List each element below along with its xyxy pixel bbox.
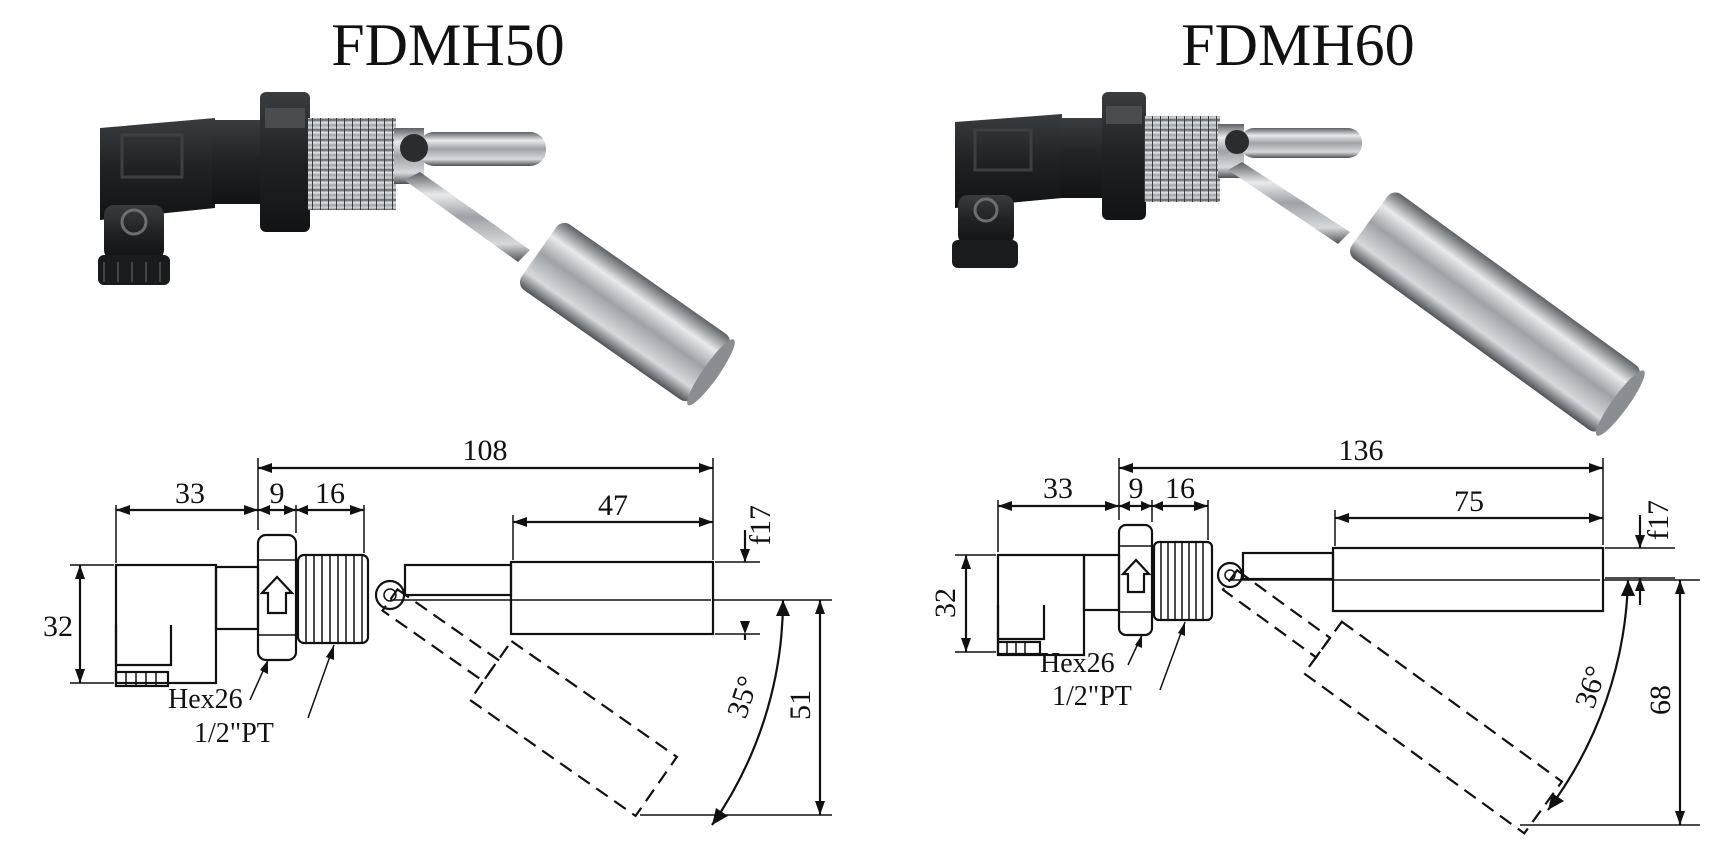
dim-total-length: 136 bbox=[1339, 434, 1384, 467]
dim-height: 32 bbox=[929, 588, 962, 618]
thread-section bbox=[296, 553, 370, 645]
dim-thread: 16 bbox=[1165, 472, 1195, 505]
cable-gland bbox=[996, 605, 1046, 641]
label-hex: Hex26 bbox=[168, 684, 243, 715]
dimension-drawing-fdmh50: 108 33 9 16 47 f17 32 bbox=[43, 434, 832, 826]
gland-nut bbox=[996, 640, 1042, 656]
label-thread: 1/2"PT bbox=[194, 718, 274, 749]
pivot bbox=[1216, 561, 1244, 589]
angle-arc bbox=[1547, 579, 1630, 811]
thread-section bbox=[1152, 540, 1214, 622]
dim-drop: 68 bbox=[1644, 685, 1677, 715]
dim-hex: 9 bbox=[1129, 472, 1144, 505]
hex-nut bbox=[1117, 523, 1154, 637]
dim-float-length: 75 bbox=[1454, 485, 1484, 518]
product-photo-fdmh50 bbox=[98, 92, 735, 406]
gland-nut bbox=[114, 670, 170, 688]
dim-total-length: 108 bbox=[463, 434, 508, 467]
angle-arc bbox=[711, 599, 785, 826]
cable-gland bbox=[114, 625, 173, 667]
arrow-icon bbox=[1120, 558, 1152, 594]
float-tilted bbox=[1221, 568, 1564, 835]
dim-connector: 33 bbox=[175, 477, 205, 510]
dim-float-diameter: f17 bbox=[1642, 500, 1675, 540]
stem bbox=[1241, 551, 1335, 581]
float-horizontal bbox=[509, 560, 715, 636]
dim-float-diameter: f17 bbox=[744, 505, 777, 545]
model-title-fdmh60: FDMH60 bbox=[1181, 12, 1414, 78]
dim-float-length: 47 bbox=[598, 489, 628, 522]
dimension-drawing-fdmh60: 136 33 9 16 75 f17 32 bbox=[929, 434, 1700, 835]
label-hex: Hex26 bbox=[1040, 648, 1115, 679]
arrow-icon bbox=[259, 575, 295, 615]
dim-height: 32 bbox=[43, 610, 73, 643]
label-thread: 1/2"PT bbox=[1052, 681, 1132, 712]
dim-connector: 33 bbox=[1043, 472, 1073, 505]
product-photo-fdmh60 bbox=[952, 92, 1645, 436]
pivot bbox=[374, 579, 406, 611]
dim-thread: 16 bbox=[315, 477, 345, 510]
dim-hex: 9 bbox=[270, 477, 285, 510]
dim-drop: 51 bbox=[784, 690, 817, 720]
float-tilted bbox=[381, 587, 679, 818]
stem bbox=[403, 563, 513, 597]
dim-angle: 35° bbox=[721, 672, 765, 722]
dim-angle: 36° bbox=[1569, 662, 1613, 712]
hex-nut bbox=[256, 533, 298, 662]
model-title-fdmh50: FDMH50 bbox=[331, 12, 564, 78]
